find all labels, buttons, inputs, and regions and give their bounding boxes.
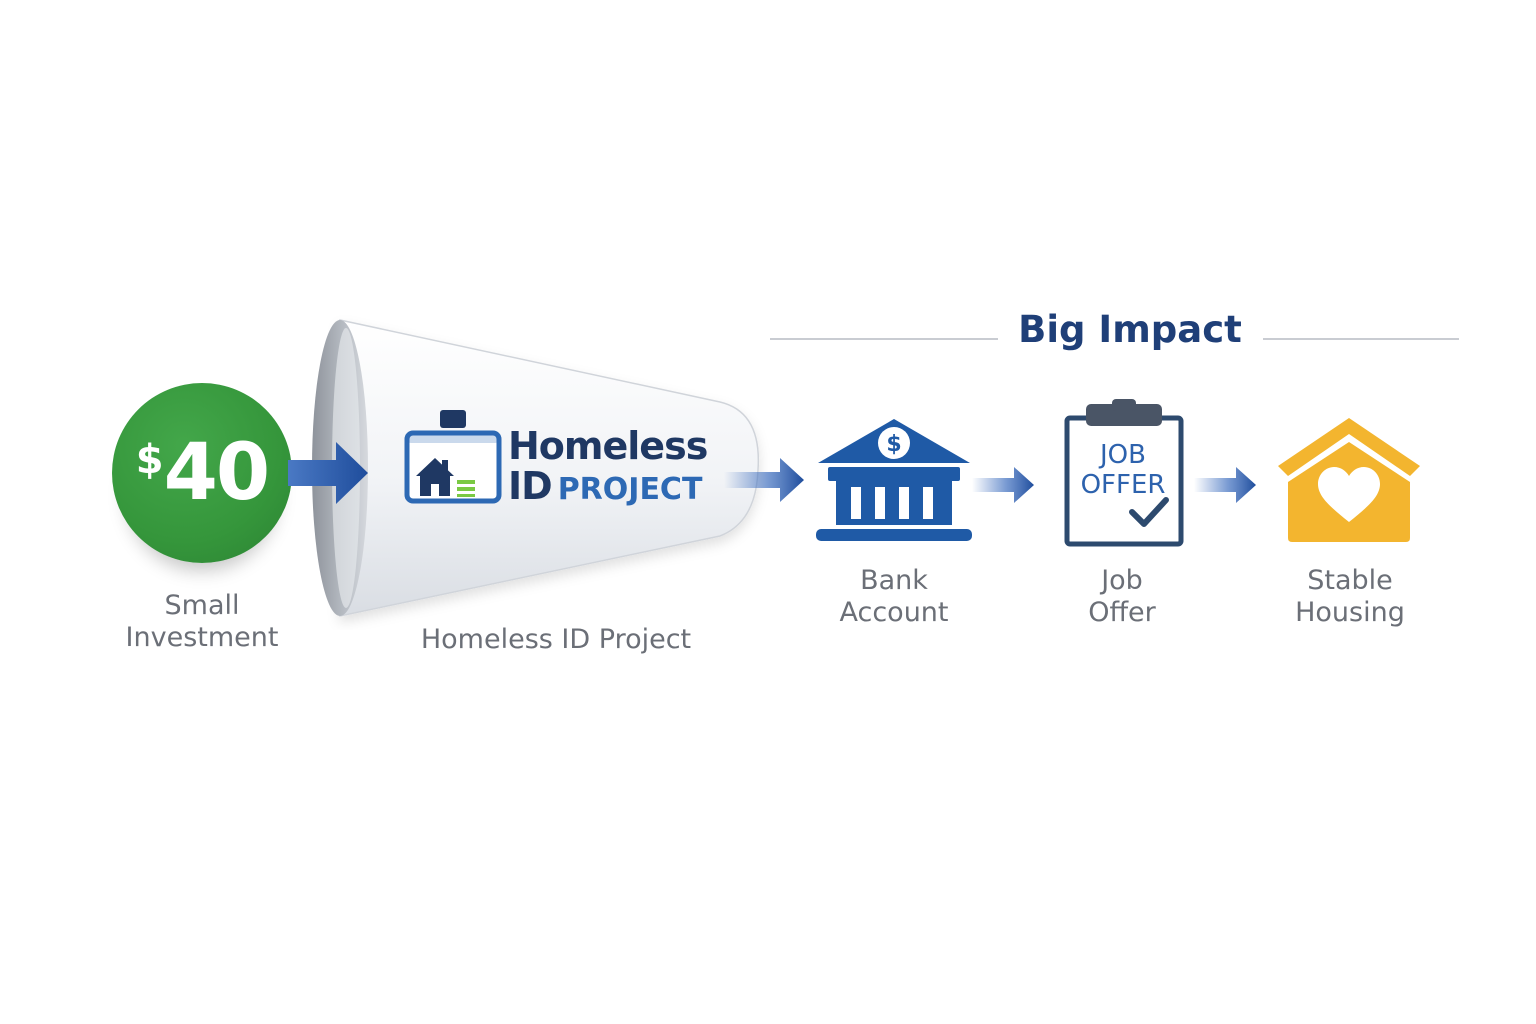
housing-label-line1: Stable — [1307, 565, 1393, 596]
logo-id: ID — [508, 464, 553, 508]
investment-amount: $40 — [135, 428, 271, 518]
currency-symbol: $ — [135, 437, 164, 483]
investment-label: Small Investment — [100, 590, 304, 654]
arrow-right-icon — [1194, 467, 1256, 503]
clipboard-text: JOB OFFER — [1064, 440, 1182, 500]
investment-circle: $40 — [112, 383, 292, 563]
job-label-line2: Offer — [1088, 597, 1156, 628]
logo-line1: Homeless — [508, 424, 708, 468]
bank-icon: $ — [816, 419, 972, 541]
heading-rule-left — [770, 338, 998, 340]
bank-label-line2: Account — [839, 597, 949, 628]
bank-label-line1: Bank — [860, 565, 928, 596]
logo-project: PROJECT — [557, 472, 703, 507]
stable-housing-label: Stable Housing — [1270, 565, 1430, 629]
investment-label-line1: Small — [164, 590, 240, 621]
clipboard-icon — [1064, 399, 1184, 547]
house-heart-icon — [1278, 418, 1420, 542]
housing-label-line2: Housing — [1295, 597, 1405, 628]
big-impact-heading: Big Impact — [1018, 308, 1242, 351]
investment-label-line2: Investment — [125, 622, 279, 653]
id-card-logo-icon — [404, 410, 502, 504]
bank-account-label: Bank Account — [808, 565, 980, 629]
job-offer-label: Job Offer — [1052, 565, 1192, 629]
arrow-right-icon — [288, 442, 368, 504]
project-caption: Homeless ID Project — [420, 624, 692, 655]
amount-value: 40 — [163, 428, 271, 518]
clipboard-text-line2: OFFER — [1080, 470, 1166, 500]
heading-rule-right — [1263, 338, 1459, 340]
svg-text:$: $ — [886, 432, 901, 457]
clipboard-text-line1: JOB — [1100, 440, 1146, 470]
arrow-right-icon — [972, 467, 1034, 503]
job-label-line1: Job — [1101, 565, 1143, 596]
arrow-right-icon — [724, 458, 804, 502]
